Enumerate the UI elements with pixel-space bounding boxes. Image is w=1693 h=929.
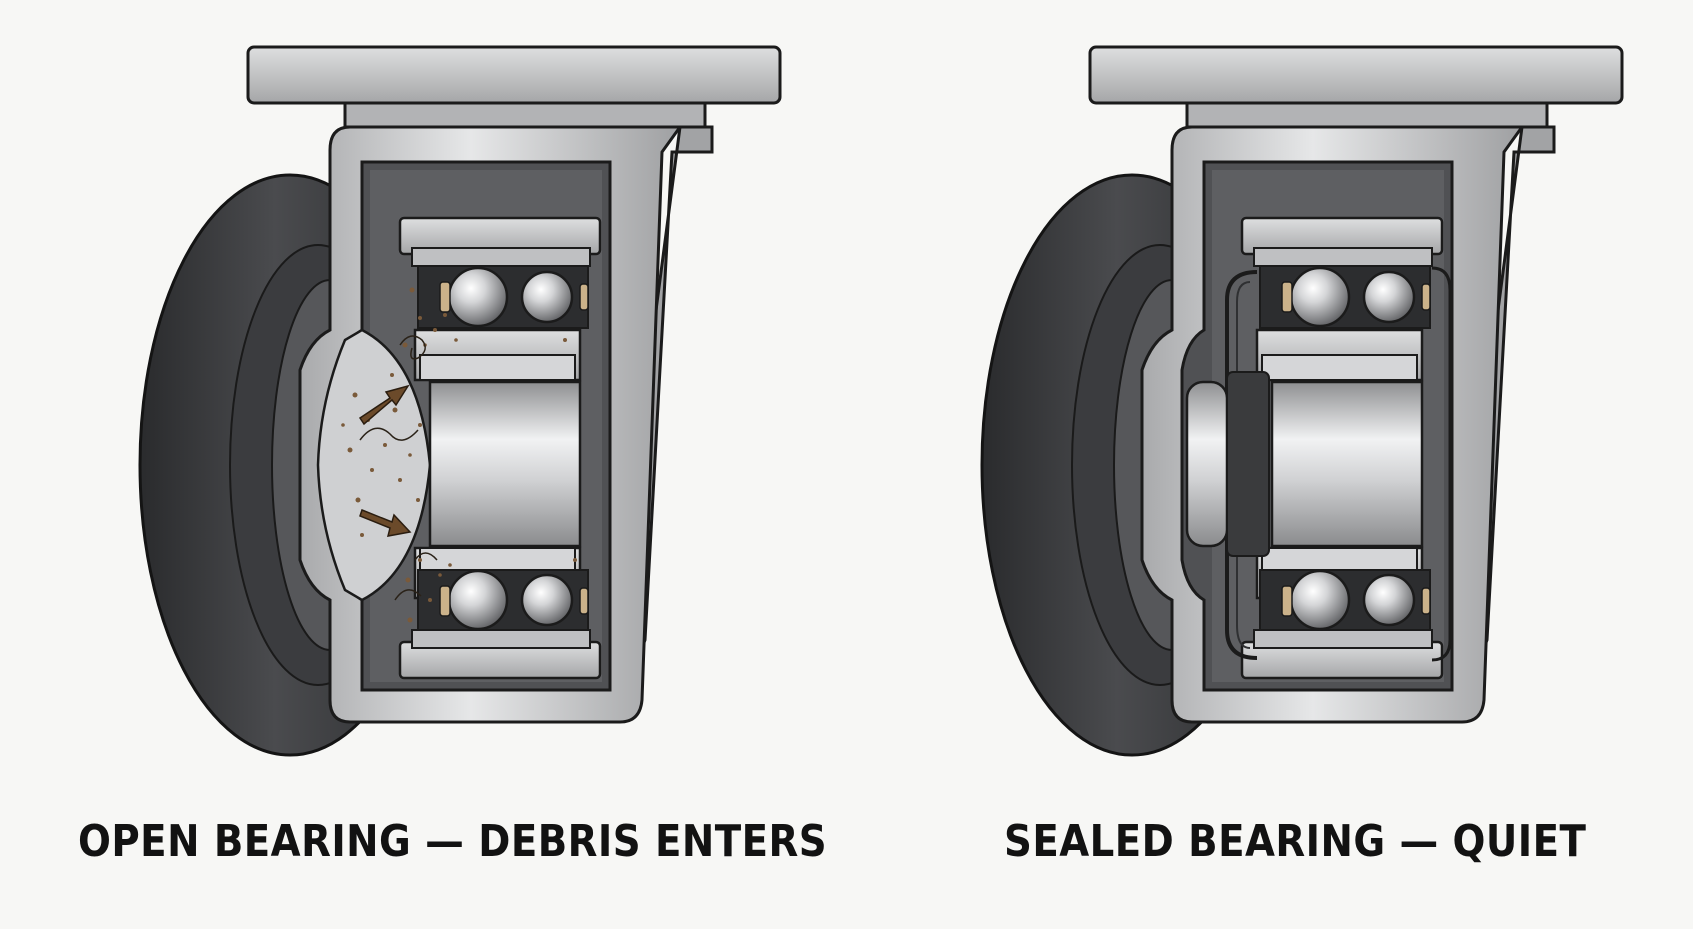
seal-lip (1226, 371, 1270, 557)
debris-strands (359, 335, 438, 601)
bearing-right (1240, 216, 1444, 680)
open-bearing-caption: OPEN BEARING — DEBRIS ENTERS (78, 816, 828, 867)
bearing-left (398, 216, 602, 680)
sealed-bearing-illustration (980, 45, 1624, 757)
hub-cap (1185, 380, 1229, 548)
open-bearing-illustration (138, 45, 782, 757)
debris-arrows (358, 384, 412, 537)
sealed-bearing-caption: SEALED BEARING — QUIET (1004, 816, 1587, 867)
